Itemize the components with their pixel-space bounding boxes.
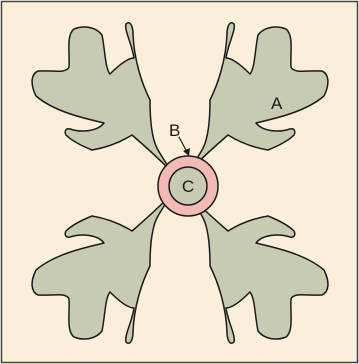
- label-a: A: [271, 94, 283, 113]
- label-b: B: [169, 121, 180, 140]
- pointer-b-arrow: [178, 136, 188, 153]
- center-c: [168, 166, 208, 206]
- pointer-b-arrowhead: [183, 148, 190, 156]
- label-c: C: [182, 177, 194, 196]
